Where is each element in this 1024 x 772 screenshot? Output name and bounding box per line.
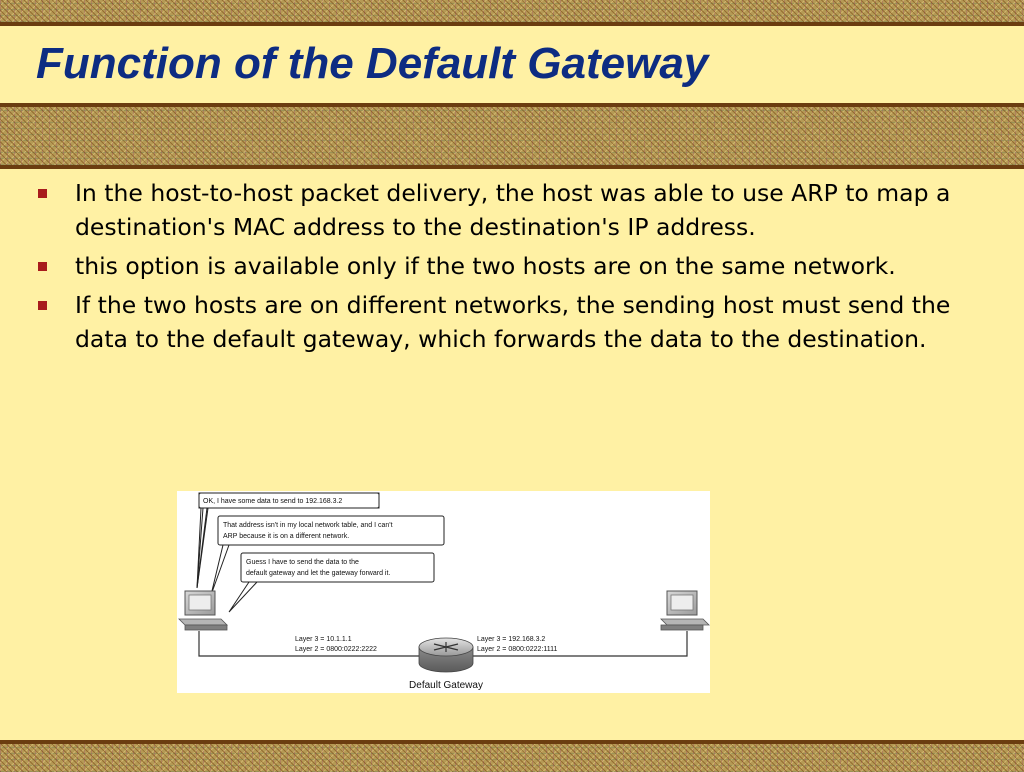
router-icon xyxy=(418,637,474,673)
left-cable xyxy=(198,631,427,657)
bubble-2-text-line2: ARP because it is on a different network… xyxy=(223,533,349,540)
gateway-diagram: OK, I have some data to send to 192.168.… xyxy=(177,491,710,693)
bullet-item: In the host-to-host packet delivery, the… xyxy=(38,176,988,244)
square-bullet-icon xyxy=(38,301,47,310)
right-layer2-label: Layer 2 = 0800:0222:1111 xyxy=(477,646,557,653)
bubble-3-text-line2: default gateway and let the gateway forw… xyxy=(246,570,390,577)
speech-bubble-3: Guess I have to send the data to the def… xyxy=(228,552,435,613)
title-texture-band xyxy=(0,103,1024,169)
right-cable xyxy=(467,631,688,657)
speech-bubble-2: That address isn't in my local network t… xyxy=(210,515,445,596)
bullet-text: In the host-to-host packet delivery, the… xyxy=(75,179,951,241)
bullet-item: If the two hosts are on different networ… xyxy=(38,288,988,356)
bullet-item: this option is available only if the two… xyxy=(38,249,988,283)
bullet-list: In the host-to-host packet delivery, the… xyxy=(38,176,988,361)
bubble-3-text-line1: Guess I have to send the data to the xyxy=(246,559,359,566)
bottom-texture-band xyxy=(0,740,1024,772)
top-texture-band xyxy=(0,0,1024,26)
left-layer3-label: Layer 3 = 10.1.1.1 xyxy=(295,636,352,643)
square-bullet-icon xyxy=(38,262,47,271)
bubble-2-text-line1: That address isn't in my local network t… xyxy=(223,522,393,529)
bubble-1-text: OK, I have some data to send to 192.168.… xyxy=(203,498,342,505)
right-computer-icon xyxy=(660,590,710,631)
square-bullet-icon xyxy=(38,189,47,198)
bullet-text: If the two hosts are on different networ… xyxy=(75,291,951,353)
speech-bubble-1: OK, I have some data to send to 192.168.… xyxy=(196,492,380,589)
router-label: Default Gateway xyxy=(409,680,483,691)
left-layer2-label: Layer 2 = 0800:0222:2222 xyxy=(295,646,377,653)
right-layer3-label: Layer 3 = 192.168.3.2 xyxy=(477,636,545,643)
left-computer-icon xyxy=(178,590,228,631)
slide-title: Function of the Default Gateway xyxy=(36,39,709,88)
bullet-text: this option is available only if the two… xyxy=(75,252,896,280)
